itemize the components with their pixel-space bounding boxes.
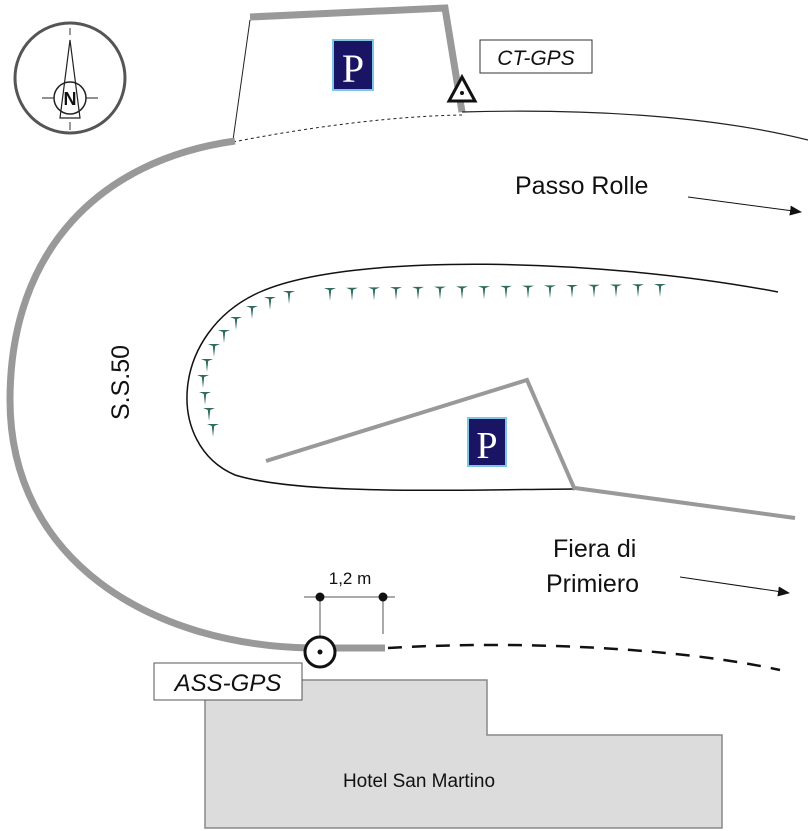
ass-gps-label-box [153,662,303,701]
tree-icon [246,306,258,319]
tree-icon [324,287,336,301]
ct-gps-label-box [479,39,593,74]
tree-icon [654,284,666,297]
tree-row [197,284,666,437]
road-label: S.S.50 [107,345,135,420]
inner-island-edge [186,263,779,492]
tree-icon [207,424,219,437]
fiera-label-line1: Fiera di [553,535,636,563]
compass-icon: N [13,21,127,135]
tree-icon [203,408,215,421]
tree-icon [208,344,220,357]
ct-gps-label: CT-GPS [497,47,574,70]
tree-icon [368,287,380,301]
fiera-label-line2: Primiero [546,570,639,598]
circle-gps-point-icon [303,635,337,669]
hotel-label: Hotel San Martino [343,771,495,792]
outer-road-curb [6,137,385,652]
passo-rolle-label: Passo Rolle [515,172,648,200]
compass-letter: N [64,89,77,109]
arrow-icon [687,196,802,216]
tree-icon [412,286,424,300]
triangle-gps-point-icon [446,73,478,103]
tree-icon [434,286,446,300]
svg-text:P: P [476,425,497,467]
lower-road-curb [574,486,796,520]
tree-icon [283,291,295,304]
tree-icon [500,285,512,299]
tree-icon [544,285,556,299]
tree-icon [264,297,276,310]
svg-text:P: P [342,46,364,91]
tree-icon [230,317,242,330]
parking-sign-icon: P [467,417,507,467]
tree-icon [478,286,490,300]
lower-parking-lot [265,377,577,491]
upper-parking-lot [232,4,466,143]
tree-icon [522,285,534,299]
upper-road-edge [461,110,808,141]
tree-icon [197,375,209,388]
tree-icon [588,284,600,298]
tree-icon [201,359,213,372]
tree-icon [610,284,622,298]
arrow-icon [679,576,790,597]
tree-icon [390,287,402,301]
ass-gps-label: ASS-GPS [173,670,282,697]
tree-icon [456,286,468,300]
tree-icon [632,284,644,298]
tree-icon [218,330,230,343]
distance-marker [304,592,395,636]
outer-road-dashed [387,643,781,672]
distance-label: 1,2 m [329,569,372,588]
tree-icon [199,392,211,405]
tree-icon [566,285,578,299]
hotel-building [204,679,723,829]
tree-icon [346,287,358,301]
parking-sign-icon: P [332,39,374,91]
